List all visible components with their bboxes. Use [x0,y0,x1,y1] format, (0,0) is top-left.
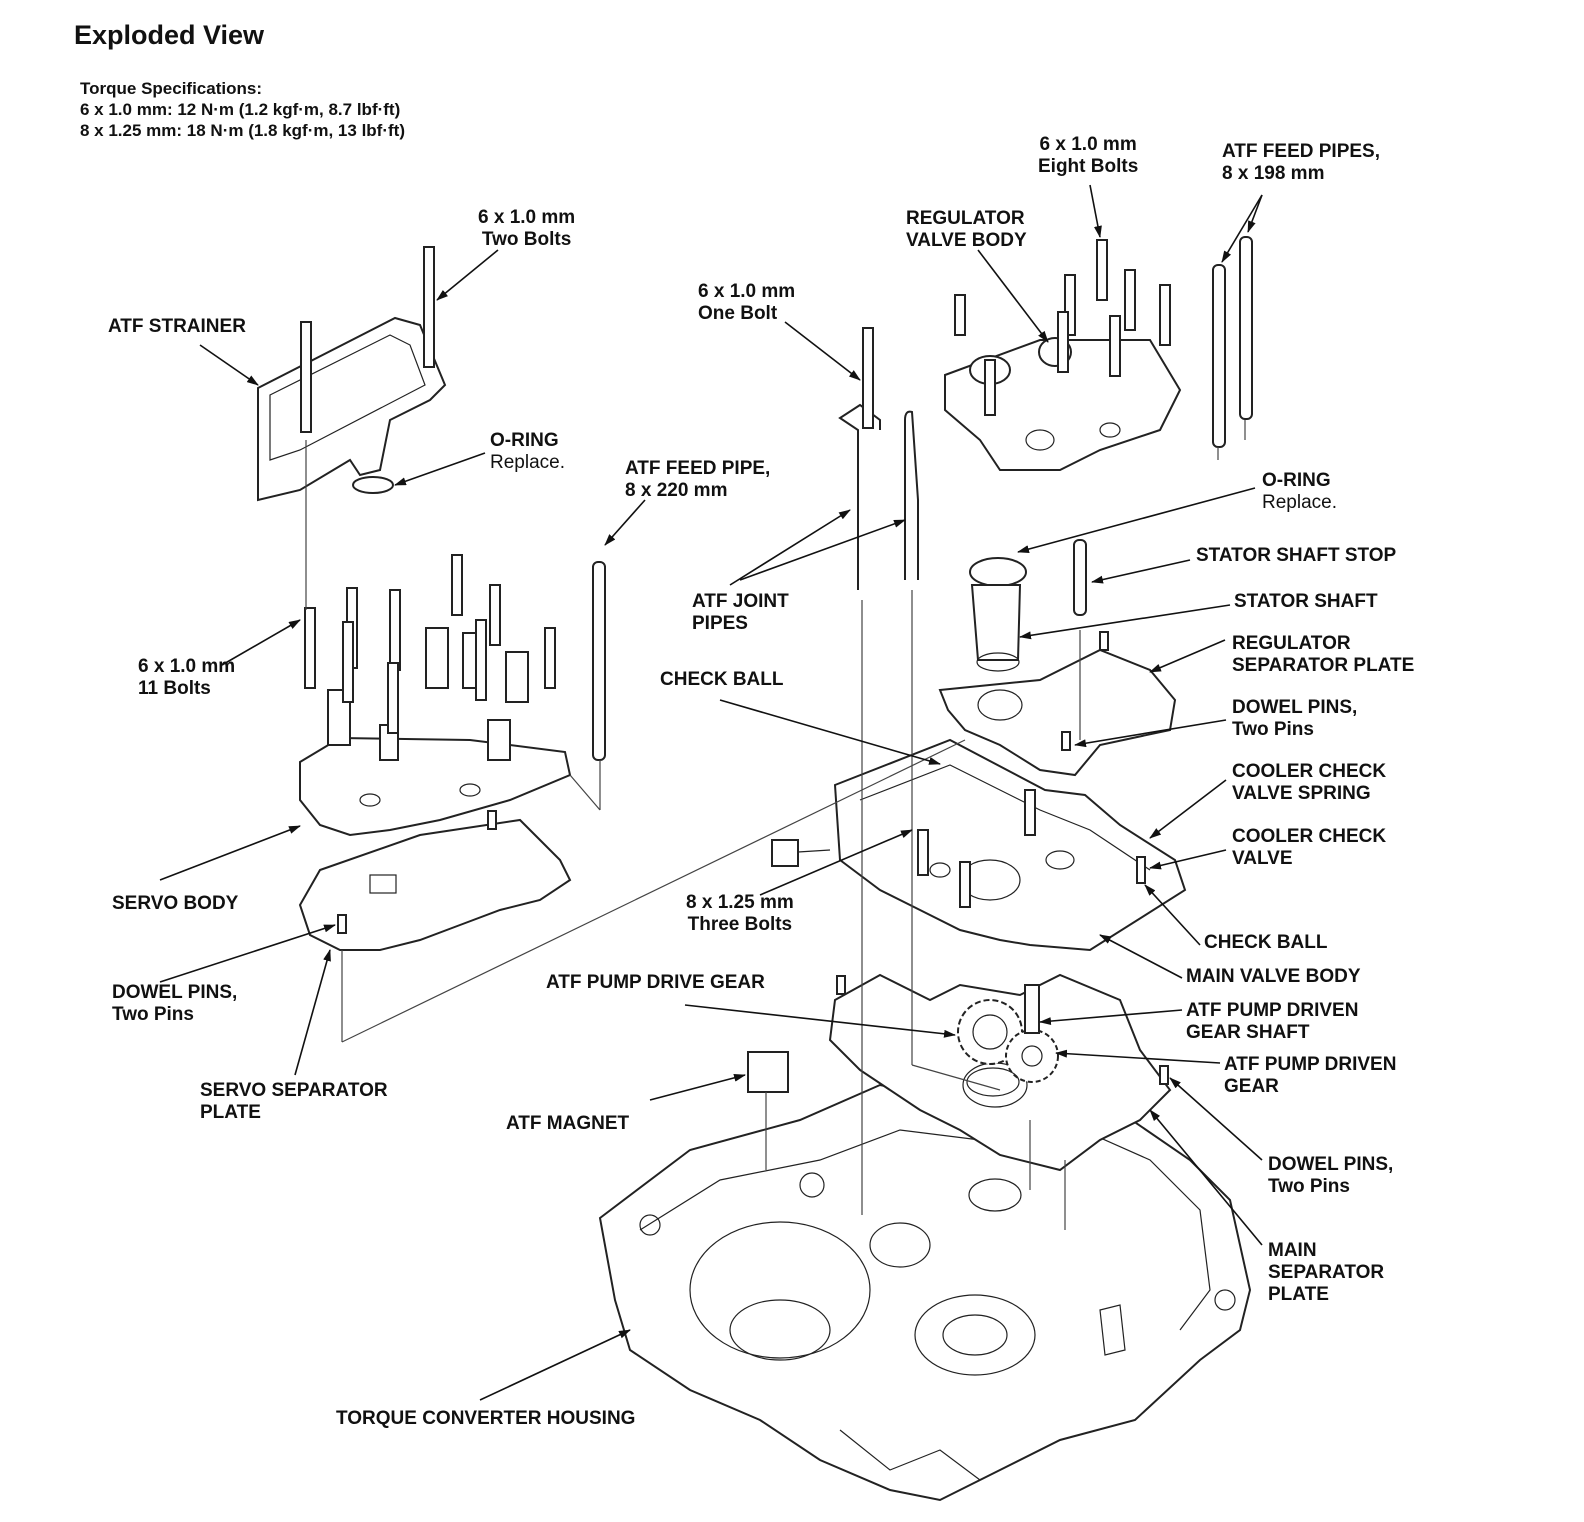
label-atf-feed-pipes-198: ATF FEED PIPES,8 x 198 mm [1222,141,1381,184]
torque-spec-6mm: 6 x 1.0 mm: 12 N·m (1.2 kgf·m, 8.7 lbf·f… [80,100,401,119]
alignment-lines [305,420,1246,1230]
atf-magnet-part [747,1051,789,1093]
label-dowel-pins-right-top: DOWEL PINS,Two Pins [1232,697,1358,740]
atf-joint-pipe-a-part [838,403,881,590]
atf-feed-pipe-198-b-part [1239,236,1253,420]
atf-strainer-part [257,316,447,502]
leader-lines [159,184,1263,1401]
label-main-valve-body: MAIN VALVE BODY [1186,966,1361,987]
stator-shaft-stop-part [1073,539,1087,616]
label-stator-shaft-stop: STATOR SHAFT STOP [1196,545,1397,566]
label-atf-strainer: ATF STRAINER [108,316,246,337]
label-atf-magnet: ATF MAGNET [506,1113,630,1134]
label-servo-body: SERVO BODY [112,893,239,914]
main-valve-body-part [771,738,1187,952]
label-stator-shaft: STATOR SHAFT [1234,591,1378,612]
servo-separator-plate-part [298,818,572,951]
label-dowel-pins-right-bottom: DOWEL PINS,Two Pins [1268,1154,1394,1197]
label-check-ball-top: CHECK BALL [660,669,784,690]
page-title: Exploded View [74,20,265,50]
bolts-group [300,239,1171,1085]
atf-pump-drive-gear-part [957,999,1023,1065]
atf-feed-pipe-220-part [592,561,606,761]
atf-feed-pipe-198-a-part [1212,264,1226,448]
label-torque-converter-housing: TORQUE CONVERTER HOUSING [336,1408,636,1429]
torque-spec-8mm: 8 x 1.25 mm: 18 N·m (1.8 kgf·m, 13 lbf·f… [80,121,405,140]
torque-heading: Torque Specifications: [80,79,262,98]
torque-converter-housing-part [598,1073,1252,1502]
stator-shaft-part [969,557,1027,672]
label-check-ball-right: CHECK BALL [1204,932,1328,953]
label-atf-pump-drive-gear: ATF PUMP DRIVE GEAR [546,972,765,993]
label-dowel-pins-left: DOWEL PINS,Two Pins [112,982,238,1025]
atf-pump-driven-gear-shaft-part [1024,984,1040,1034]
atf-joint-pipe-b-part [904,410,919,580]
servo-body-part [299,627,572,837]
pump-o-ring-part [966,1067,1020,1097]
label-atf-feed-pipe-220: ATF FEED PIPE,8 x 220 mm [625,458,771,501]
